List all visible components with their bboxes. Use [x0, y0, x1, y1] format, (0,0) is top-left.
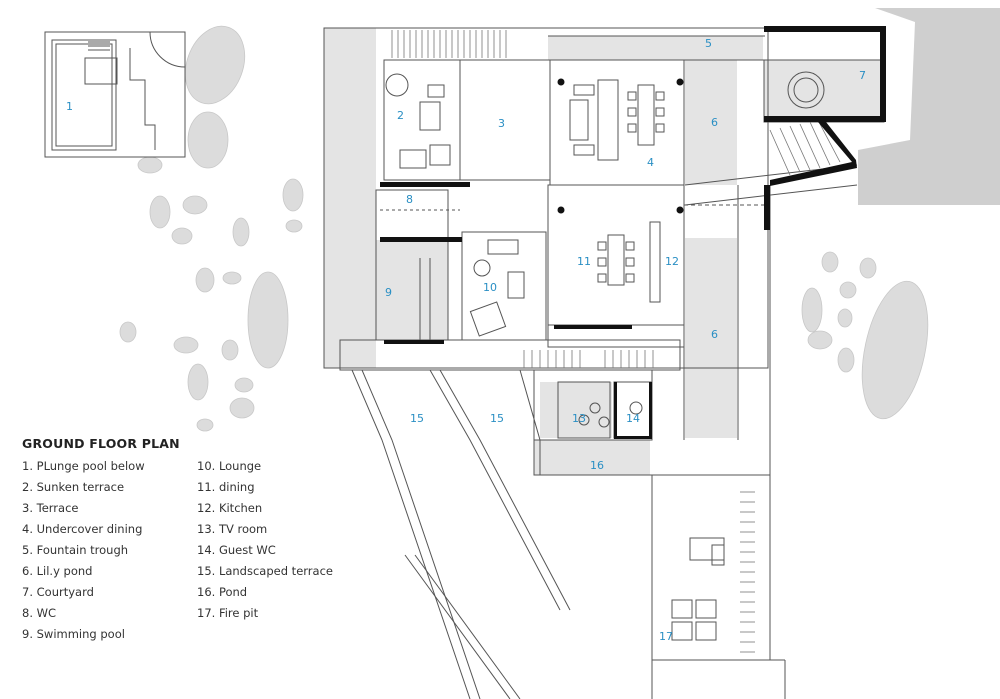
- legend-item: 5. Fountain trough: [22, 543, 129, 557]
- legend-item: 12. Kitchen: [197, 501, 263, 515]
- legend-item: 4. Undercover dining: [22, 522, 143, 536]
- room-label-4: 4: [647, 156, 654, 169]
- room-label-2: 2: [397, 109, 404, 122]
- room-label-11: 11: [577, 255, 591, 268]
- stepping-stones: [119, 25, 929, 432]
- room-label-6a: 6: [711, 116, 718, 129]
- room-number-labels: 1 2 3 4 5 6 7 8 9 10 11 12 6 13 14 15 15…: [66, 37, 866, 643]
- room-label-15b: 15: [490, 412, 504, 425]
- legend-item: 3. Terrace: [22, 501, 79, 515]
- room-label-17: 17: [659, 630, 673, 643]
- legend-item: 6. Lil.y pond: [22, 564, 93, 578]
- room-label-14: 14: [626, 412, 640, 425]
- room-label-10: 10: [483, 281, 497, 294]
- legend-title: GROUND FLOOR PLAN: [22, 436, 180, 451]
- building-lines: [323, 27, 885, 699]
- legend-item: 2. Sunken terrace: [22, 480, 125, 494]
- plunge-pool-block: [44, 31, 186, 158]
- legend-item: 10. Lounge: [197, 459, 262, 473]
- legend-item: 1. PLunge pool below: [22, 459, 145, 473]
- room-label-12: 12: [665, 255, 679, 268]
- room-label-15a: 15: [410, 412, 424, 425]
- legend-item: 15. Landscaped terrace: [197, 564, 333, 578]
- room-label-13: 13: [572, 412, 586, 425]
- legend-item: 14. Guest WC: [197, 543, 276, 557]
- room-label-9: 9: [385, 286, 392, 299]
- legend-item: 17. Fire pit: [197, 606, 259, 620]
- legend-item: 16. Pond: [197, 585, 248, 599]
- legend-column-2: 10. Lounge 11. dining 12. Kitchen 13. TV…: [197, 456, 333, 624]
- room-label-1: 1: [66, 100, 73, 113]
- legend-item: 11. dining: [197, 480, 255, 494]
- plan-legend: GROUND FLOOR PLAN 1. PLunge pool below 2…: [22, 436, 362, 656]
- room-label-7: 7: [859, 69, 866, 82]
- terrain-area: [858, 8, 1000, 205]
- legend-item: 8. WC: [22, 606, 57, 620]
- legend-item: 7. Courtyard: [22, 585, 94, 599]
- walls: [380, 26, 886, 439]
- room-label-16: 16: [590, 459, 604, 472]
- legend-item: 9. Swimming pool: [22, 627, 125, 641]
- room-label-8: 8: [406, 193, 413, 206]
- room-label-6b: 6: [711, 328, 718, 341]
- room-label-5: 5: [705, 37, 712, 50]
- room-label-3: 3: [498, 117, 505, 130]
- legend-item: 13. TV room: [197, 522, 268, 536]
- floor-fills: [324, 28, 884, 475]
- legend-column-1: 1. PLunge pool below 2. Sunken terrace 3…: [22, 456, 145, 645]
